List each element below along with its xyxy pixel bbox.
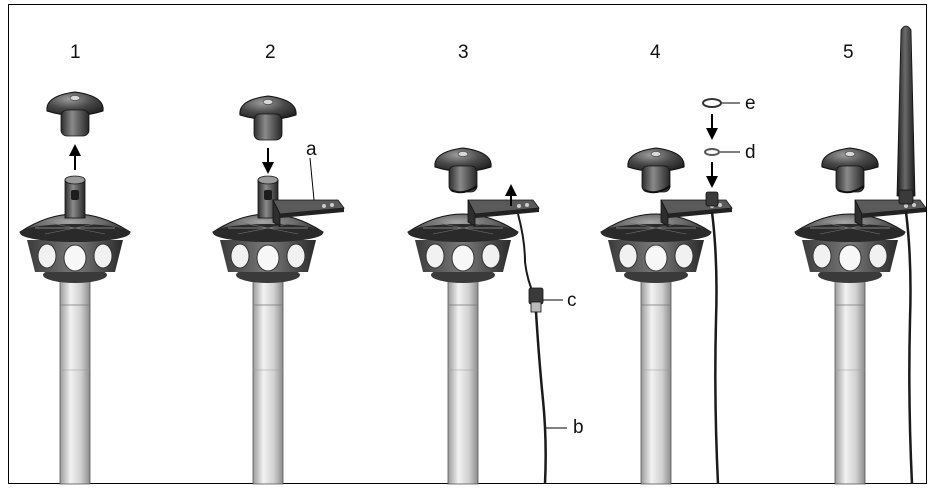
step-3-panel: 3 c b — [407, 42, 584, 485]
callout-c: c — [567, 290, 577, 311]
step-number: 5 — [843, 42, 854, 63]
step-number: 1 — [70, 42, 81, 63]
callout-a: a — [306, 139, 317, 160]
step-4-panel: 4 e d — [600, 42, 756, 485]
callout-e: e — [745, 93, 756, 114]
callout-d: d — [745, 142, 756, 163]
step-number: 3 — [458, 42, 469, 63]
step-2-panel: 2 a — [212, 42, 345, 485]
antenna — [896, 25, 916, 205]
step-1-panel: 1 — [19, 42, 131, 485]
step-number: 4 — [650, 42, 661, 63]
callout-b: b — [573, 417, 584, 438]
step-5-panel: 5 — [794, 25, 927, 485]
step-number: 2 — [265, 42, 276, 63]
